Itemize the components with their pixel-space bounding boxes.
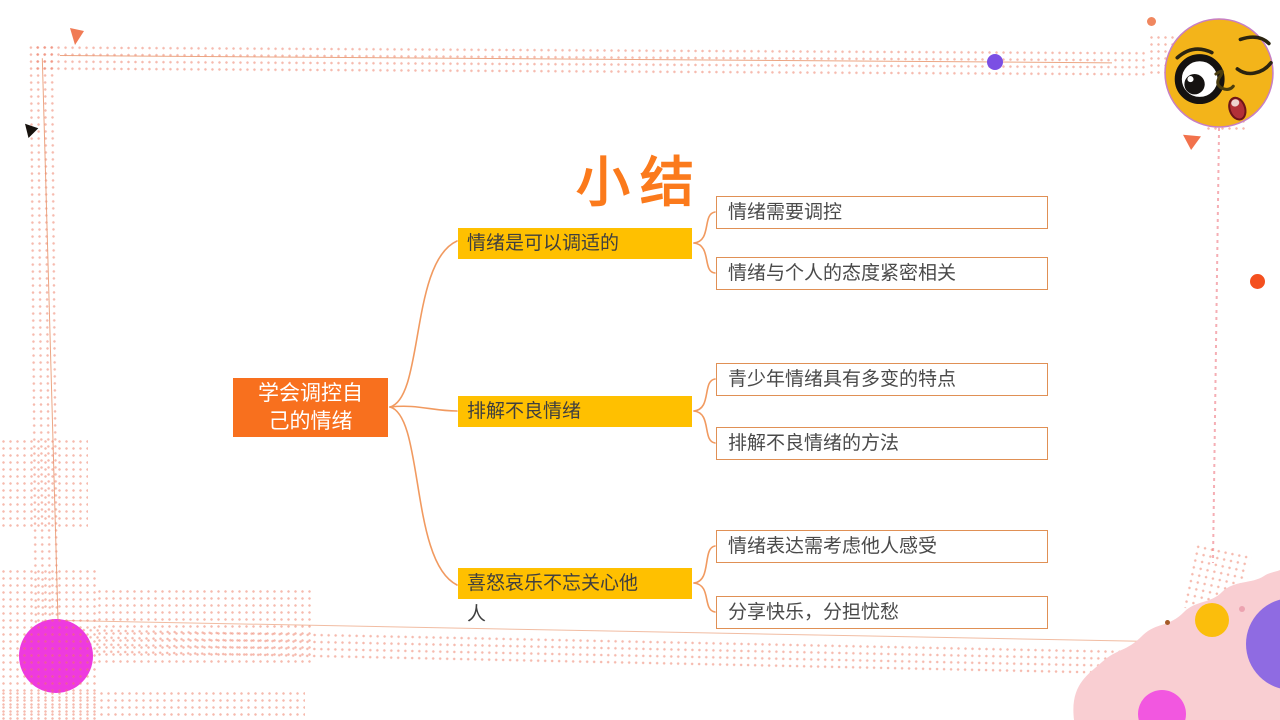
branch-label-1: 情绪是可以调适的	[467, 232, 620, 254]
slide-title: 小结	[576, 150, 704, 215]
leaf-node-1: 情绪需要调控	[716, 196, 1048, 229]
leaf-label-2: 情绪与个人的态度紧密相关	[728, 262, 957, 284]
leaf-node-4: 排解不良情绪的方法	[716, 427, 1048, 460]
leaf-label-6: 分享快乐，分担忧愁	[728, 601, 900, 623]
mindmap-root-node: 学会调控自己的情绪	[233, 378, 388, 437]
dotted-patch-left-middle	[0, 438, 88, 530]
dotted-patch-bottom-left-wide	[96, 588, 314, 665]
leaf-label-3: 青少年情绪具有多变的特点	[728, 368, 957, 390]
smiley-face-icon	[1164, 18, 1274, 128]
tiny-brown-dot	[1165, 620, 1170, 625]
leaf-node-6: 分享快乐，分担忧愁	[716, 596, 1048, 629]
leaf-label-5: 情绪表达需考虑他人感受	[728, 535, 938, 557]
pink-cloud	[1073, 570, 1280, 720]
leaf-label-4: 排解不良情绪的方法	[728, 432, 900, 454]
yellow-circle	[1195, 603, 1229, 637]
dotted-patch-bottom-edge	[0, 690, 305, 720]
branch-label-3: 喜怒哀乐不忘关心他人	[467, 572, 639, 625]
branch-label-2: 排解不良情绪	[467, 400, 582, 422]
purple-dot	[987, 54, 1003, 70]
branch-node-1: 情绪是可以调适的	[458, 228, 692, 259]
leaf-node-2: 情绪与个人的态度紧密相关	[716, 257, 1048, 290]
leaf-node-3: 青少年情绪具有多变的特点	[716, 363, 1048, 396]
leaf-node-5: 情绪表达需考虑他人感受	[716, 530, 1048, 563]
branch-node-3: 喜怒哀乐不忘关心他人	[458, 568, 692, 625]
branch-node-2: 排解不良情绪	[458, 396, 692, 427]
red-dot	[1250, 274, 1265, 289]
salmon-dot	[1147, 17, 1156, 26]
tiny-pink-dot	[1239, 606, 1245, 612]
mindmap-root-label: 学会调控自己的情绪	[258, 380, 363, 433]
leaf-label-1: 情绪需要调控	[728, 201, 843, 223]
